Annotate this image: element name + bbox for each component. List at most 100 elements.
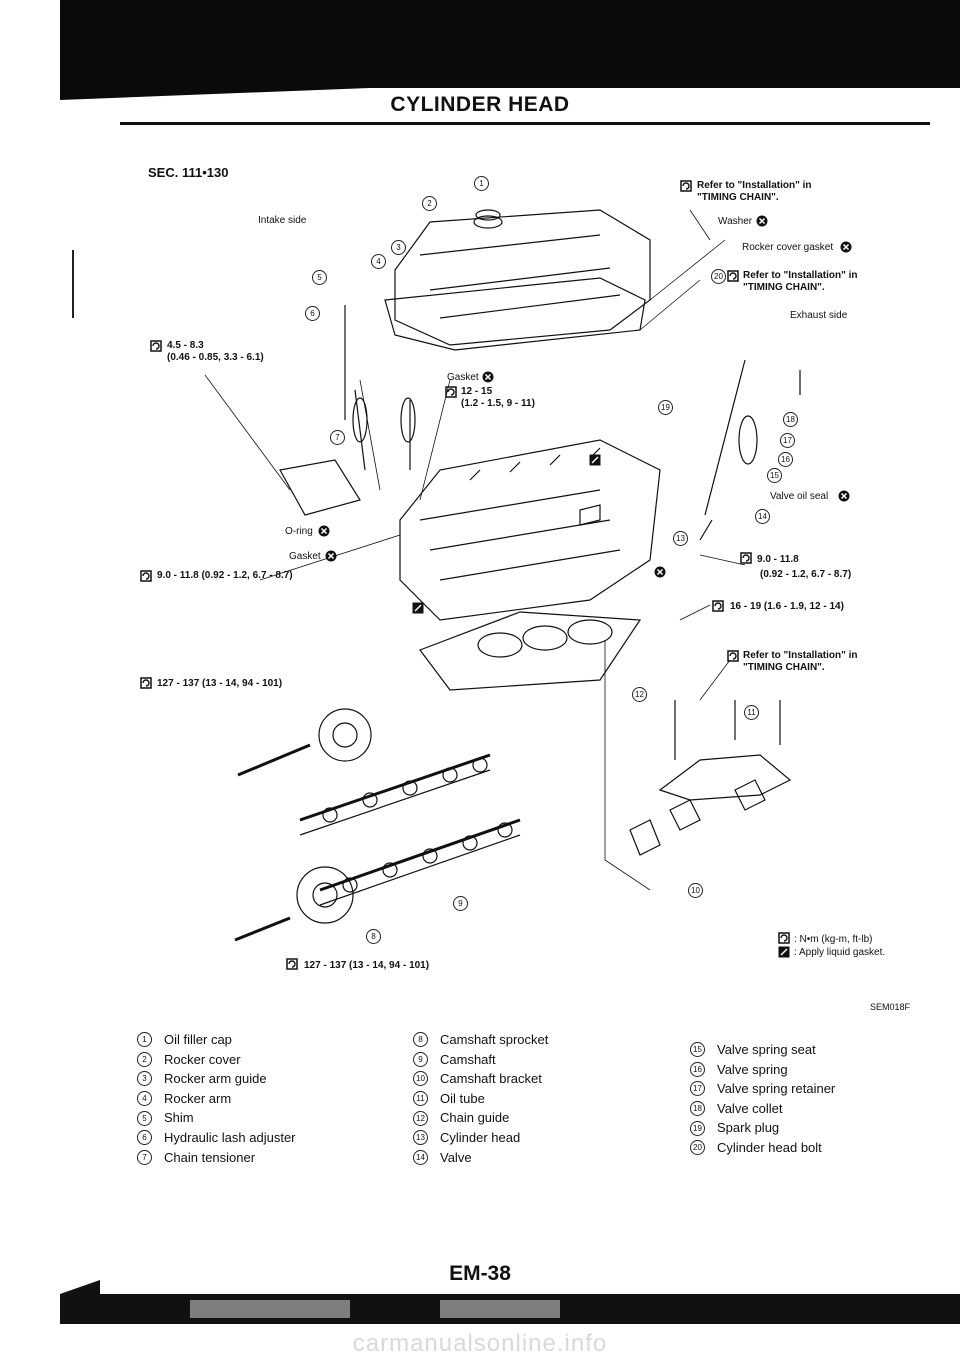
torque-icon [680,180,692,192]
replace-icon [482,371,494,383]
torque-spec-a-line2: (0.46 - 0.85, 3.3 - 6.1) [167,352,264,363]
torque-icon [445,386,457,398]
section-number: SEC. 111•130 [148,165,229,180]
torque-spec-b-line1: 12 - 15 [461,386,493,397]
torque-spec-f-line1: 9.0 - 11.8 [757,554,799,565]
oring-label: O-ring [285,526,313,537]
replace-icon [840,241,852,253]
valve-oil-seal-label: Valve oil seal [770,491,829,502]
replace-icon [318,525,330,537]
camshaft-brackets-drawing [629,700,792,856]
callout-2: 2 [422,196,437,211]
callout-12: 12 [632,687,647,702]
torque-icon [727,270,739,282]
callout-8: 8 [366,929,381,944]
chain-tensioner-drawing [279,459,361,516]
header-bar-edge [60,86,420,100]
callout-1: 1 [474,176,489,191]
callout-10: 10 [688,883,703,898]
scan-artifact [440,1300,560,1318]
replace-icon [838,490,850,502]
callout-9: 9 [453,896,468,911]
callout-19: 19 [658,400,673,415]
torque-icon [286,958,298,970]
gasket-left-label: Gasket [289,551,321,562]
callout-20: 20 [711,269,726,284]
refer-note-2-line1: Refer to "Installation" in [743,270,858,281]
intake-valve-drawing [344,305,416,471]
gasket-top-label: Gasket [447,372,479,383]
cylinder-head-drawing [399,439,661,621]
torque-spec-e: 127 - 137 (13 - 14, 94 - 101) [304,960,430,971]
page-title: CYLINDER HEAD [390,93,570,116]
refer-note-3-line1: Refer to "Installation" in [743,650,858,661]
replace-icon [756,215,768,227]
watermark: carmanualsonline.info [352,1330,608,1357]
callout-4: 4 [371,254,386,269]
callout-6: 6 [305,306,320,321]
torque-icon [727,650,739,662]
leader-lines [204,209,746,891]
intake-side-label: Intake side [258,215,307,226]
torque-icon [140,570,152,582]
liquid-gasket-icon [412,602,424,614]
callout-5: 5 [312,270,327,285]
torque-icon [778,932,790,944]
head-gasket-drawing [419,611,642,691]
liquid-gasket-icon [778,946,790,958]
exhaust-side-label: Exhaust side [790,310,848,321]
refer-note-1-line2: "TIMING CHAIN". [697,192,779,203]
washer-label: Washer [718,216,753,227]
callout-11: 11 [744,705,759,720]
key-liquid-gasket: : Apply liquid gasket. [794,947,886,958]
callout-13: 13 [673,531,688,546]
exhaust-valve-drawing [699,359,801,541]
footer-bar-edge [60,1280,100,1294]
rocker-cover-gasket-label: Rocker cover gasket [742,242,834,253]
page-number: EM-38 [449,1262,511,1285]
liquid-gasket-icon [589,454,601,466]
torque-spec-g: 16 - 19 (1.6 - 1.9, 12 - 14) [730,601,844,612]
torque-spec-a-line1: 4.5 - 8.3 [167,340,204,351]
torque-icon [712,600,724,612]
header-bar [60,0,960,88]
callout-15: 15 [767,468,782,483]
refer-note-3-line2: "TIMING CHAIN". [743,662,825,673]
refer-note-2-line2: "TIMING CHAIN". [743,282,825,293]
torque-icon [740,552,752,564]
callout-7: 7 [330,430,345,445]
rocker-cover-drawing [394,209,651,346]
refer-note-1-line1: Refer to "Installation" in [697,180,812,191]
torque-spec-f-line2: (0.92 - 1.2, 6.7 - 8.7) [760,569,852,580]
title-rule [120,122,930,125]
figure-code: SEM018F [870,1002,911,1012]
callout-3: 3 [391,240,406,255]
torque-icon [150,340,162,352]
camshaft-lower-drawing [319,818,521,906]
callout-14: 14 [755,509,770,524]
sprocket-upper-drawing [237,708,372,777]
